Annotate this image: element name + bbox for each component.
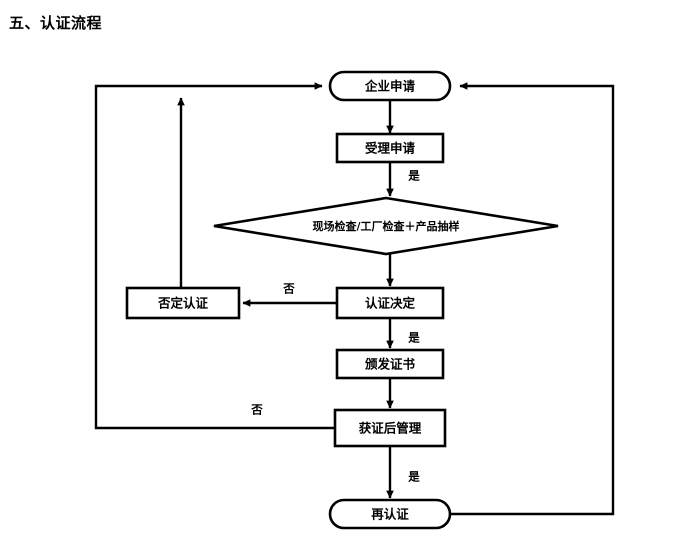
edge-recert-to-apply [448,82,615,516]
edge-label-yes-postmanage-to-recert: 是 [407,470,420,484]
node-label-enterprise-application: 企业申请 [364,79,416,94]
node-label-post-certification-management: 获证后管理 [359,421,422,436]
edge-label-yes-accept-to-inspect: 是 [407,169,420,183]
node-label-certification-decision: 认证决定 [365,296,416,311]
node-enterprise-application[interactable]: 企业申请 [328,70,452,102]
page-title: 五、认证流程 [9,14,103,32]
edge-label-no-decision-to-deny: 否 [282,282,295,296]
node-issue-certificate[interactable]: 颁发证书 [335,348,445,380]
node-accept-application[interactable]: 受理申请 [335,132,445,164]
edge-postmanage-to-apply [94,84,335,430]
node-label-accept-application: 受理申请 [365,141,416,156]
node-certification-decision[interactable]: 认证决定 [335,286,445,320]
node-post-certification-management[interactable]: 获证后管理 [333,408,447,448]
node-deny-certification[interactable]: 否定认证 [125,286,241,320]
node-label-onsite-inspection: 现场检查/工厂检查＋产品抽样 [312,219,459,233]
node-onsite-inspection[interactable]: 现场检查/工厂检查＋产品抽样 [213,196,559,256]
node-label-recertification: 再认证 [371,507,409,522]
node-label-issue-certificate: 颁发证书 [365,357,416,372]
edge-label-no-postmanage-to-apply: 否 [250,403,263,417]
node-recertification[interactable]: 再认证 [328,498,452,530]
node-label-deny-certification: 否定认证 [157,296,209,311]
edge-label-yes-decision-to-issue: 是 [407,331,420,345]
